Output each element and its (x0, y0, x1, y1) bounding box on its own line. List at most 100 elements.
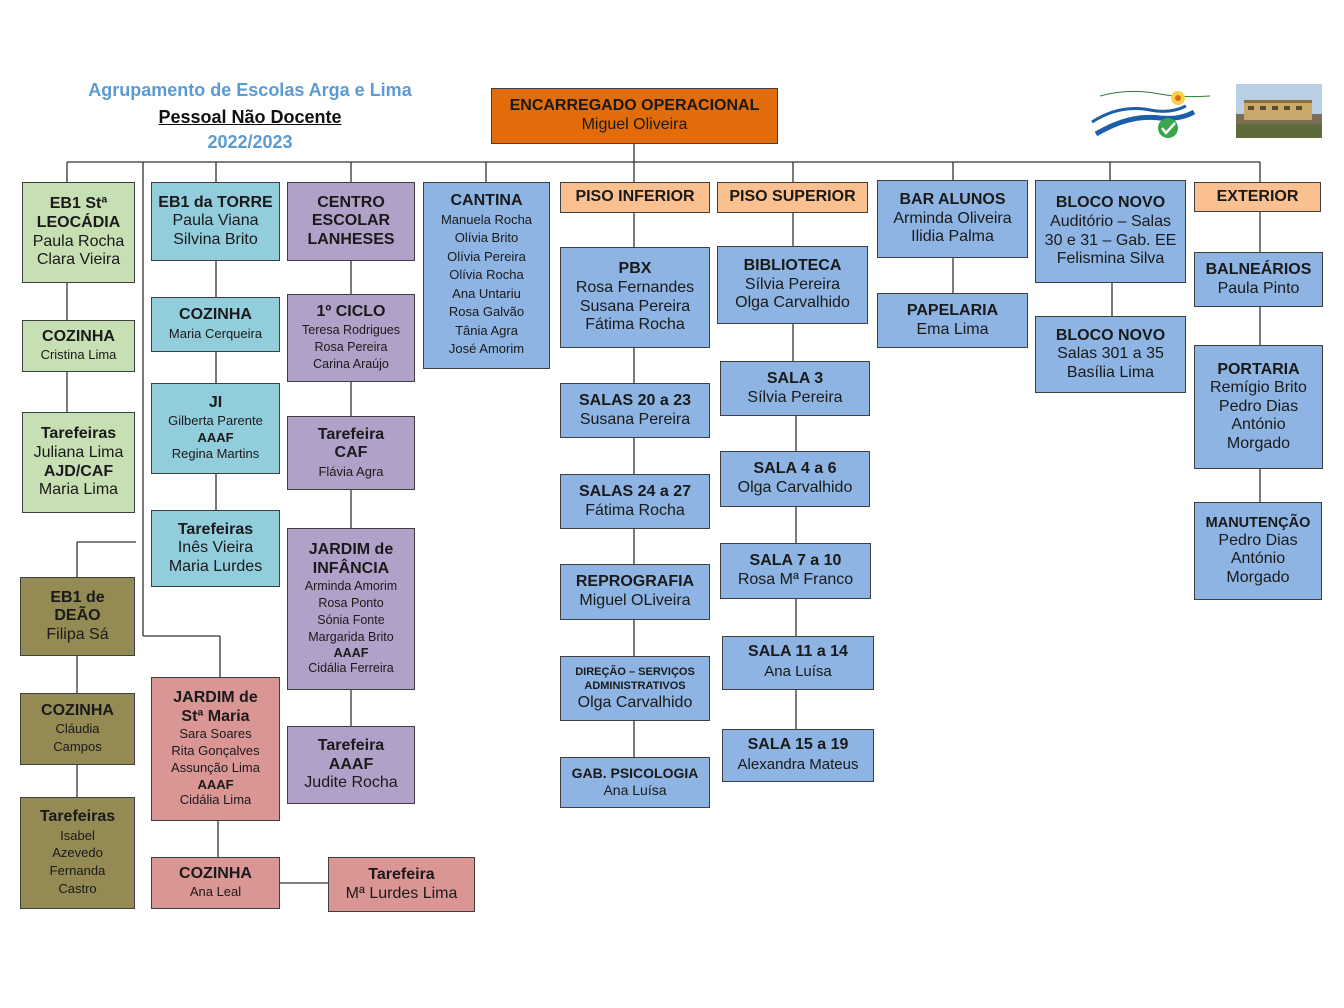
portaria-box: PORTARIA Remígio Brito Pedro Dias Antóni… (1194, 345, 1323, 469)
box-person: Teresa Rodrigues (302, 322, 400, 337)
piso-inferior-box: PISO INFERIOR (560, 182, 710, 213)
box-person: Olga Carvalhido (737, 479, 853, 496)
gab-psicologia-box: GAB. PSICOLOGIA Ana Luísa (560, 757, 710, 808)
box-person: Margarida Brito (308, 629, 394, 644)
box-title: JI (208, 393, 223, 411)
box-person: Fátima Rocha (585, 316, 685, 334)
box-person: Mª Lurdes Lima (345, 884, 458, 902)
cozinha-torre-box: COZINHA Maria Cerqueira (151, 297, 280, 352)
box-title: DEÃO (54, 607, 101, 625)
box-person: Paula Rocha (32, 232, 125, 250)
box-person: Judite Rocha (304, 774, 398, 792)
box-person: Felismina Silva (1056, 250, 1165, 268)
box-title: AAAF (197, 430, 234, 446)
chart-title: Pessoal Não Docente (60, 107, 440, 128)
organization-name: Agrupamento de Escolas Arga e Lima (88, 80, 412, 100)
box-person: Maria Lurdes (168, 557, 263, 575)
box-title: GAB. PSICOLOGIA (571, 764, 699, 781)
box-person: Morgado (1226, 568, 1290, 586)
bar-alunos-box: BAR ALUNOS Arminda Oliveira Ilidia Palma (877, 180, 1028, 258)
box-title: Tarefeiras (39, 808, 116, 826)
sala-4-6-box: SALA 4 a 6 Olga Carvalhido (720, 451, 870, 507)
box-title: BLOCO NOVO (1055, 194, 1166, 212)
jardim-sta-maria-box: JARDIM de Stª Maria Sara Soares Rita Gon… (151, 677, 280, 821)
balnearios-box: BALNEÁRIOS Paula Pinto (1194, 252, 1323, 307)
box-person: Ana Untariu (452, 285, 521, 301)
box-person: Gilberta Parente (168, 413, 263, 429)
sala-7-10-box: SALA 7 a 10 Rosa Mª Franco (720, 543, 871, 599)
box-person: Pedro Dias (1218, 397, 1299, 415)
box-title: PISO INFERIOR (575, 188, 695, 206)
box-person: Rosa Ponto (318, 595, 384, 610)
box-title: ESCOLAR (311, 212, 391, 230)
box-title: SALA 7 a 10 (749, 552, 842, 570)
box-title: DIREÇÃO – SERVIÇOS (575, 665, 695, 678)
eb1-torre-box: EB1 da TORRE Paula Viana Silvina Brito (151, 182, 280, 261)
bloco-novo-salas-box: BLOCO NOVO Salas 301 a 35 Basília Lima (1035, 316, 1186, 393)
box-person: Inês Vieira (177, 539, 254, 557)
box-title: LEOCÁDIA (36, 213, 121, 231)
jardim-infancia-box: JARDIM de INFÂNCIA Arminda Amorim Rosa P… (287, 528, 415, 690)
box-title: BIBLIOTECA (743, 257, 842, 275)
box-person: Paula Pinto (1217, 279, 1300, 297)
box-person: Filipa Sá (46, 625, 109, 643)
bloco-novo-auditorio-box: BLOCO NOVO Auditório – Salas 30 e 31 – G… (1035, 180, 1186, 283)
box-person: Miguel Oliveira (581, 116, 688, 133)
sala-11-14-box: SALA 11 a 14 Ana Luísa (722, 636, 874, 690)
school-building-photo (1236, 84, 1322, 138)
box-person: Olívia Brito (454, 230, 519, 246)
box-person: Basília Lima (1066, 363, 1155, 381)
box-title: REPROGRAFIA (575, 573, 695, 591)
box-title: PISO SUPERIOR (729, 188, 856, 206)
box-person: Regina Martins (171, 446, 260, 462)
box-title: COZINHA (179, 864, 252, 882)
box-person: Clara Vieira (36, 251, 121, 269)
box-person: Fernanda (49, 863, 106, 879)
box-person: Arminda Oliveira (893, 209, 1012, 227)
box-person: Remígio Brito (1210, 379, 1307, 397)
sala-3-box: SALA 3 Sílvia Pereira (720, 361, 870, 416)
box-title: BALNEÁRIOS (1205, 260, 1312, 278)
school-year: 2022/2023 (207, 132, 293, 152)
box-title: PORTARIA (1217, 360, 1300, 378)
box-person: Olga Carvalhido (577, 693, 693, 711)
box-person: Maria Cerqueira (168, 325, 263, 341)
box-title: EB1 Stª (49, 195, 108, 213)
reprografia-box: REPROGRAFIA Miguel OLiveira (560, 564, 710, 620)
box-person: Ana Luísa (764, 663, 832, 680)
tarefeira-aaaf-box: Tarefeira AAAF Judite Rocha (287, 726, 415, 804)
box-title: SALA 15 a 19 (747, 735, 849, 753)
box-person: Paula Viana (172, 212, 259, 230)
box-title: SALA 4 a 6 (753, 460, 837, 478)
box-title: ADMINISTRATIVOS (584, 680, 686, 693)
box-person: António (1230, 550, 1286, 568)
box-title: Tarefeira (368, 865, 435, 883)
primeiro-ciclo-box: 1º CICLO Teresa Rodrigues Rosa Pereira C… (287, 294, 415, 382)
box-title: CAF (334, 444, 368, 462)
box-person: Rosa Galvão (448, 304, 525, 320)
box-title: COZINHA (179, 306, 252, 324)
box-person: Sílvia Pereira (744, 275, 841, 293)
box-person: Carina Araújo (313, 356, 389, 371)
box-person: Sara Soares (179, 726, 252, 742)
salas-20-23-box: SALAS 20 a 23 Susana Pereira (560, 383, 710, 438)
box-person: Cláudia (55, 721, 100, 737)
exterior-box: EXTERIOR (1194, 182, 1321, 212)
box-person: Cristina Lima (40, 347, 117, 363)
box-person: 30 e 31 – Gab. EE (1044, 231, 1177, 249)
papelaria-box: PAPELARIA Ema Lima (877, 293, 1028, 348)
tarefeiras-torre-box: Tarefeiras Inês Vieira Maria Lurdes (151, 510, 280, 587)
direcao-servicos-box: DIREÇÃO – SERVIÇOS ADMINISTRATIVOS Olga … (560, 656, 710, 721)
box-person: Olívia Rocha (449, 267, 524, 283)
eb1-deao-box: EB1 de DEÃO Filipa Sá (20, 577, 135, 656)
box-title: CANTINA (450, 192, 523, 210)
box-person: Salas 301 a 35 (1057, 345, 1164, 363)
box-person: Miguel OLiveira (579, 592, 691, 609)
box-person: Rosa Mª Franco (737, 571, 854, 588)
box-title: Tarefeiras (40, 425, 117, 443)
box-person: Auditório – Salas (1050, 212, 1171, 230)
box-title: BAR ALUNOS (899, 191, 1006, 209)
box-title: SALAS 20 a 23 (578, 391, 692, 409)
box-person: Cidália Lima (179, 791, 252, 807)
cozinha-deao-box: COZINHA Cláudia Campos (20, 693, 135, 765)
